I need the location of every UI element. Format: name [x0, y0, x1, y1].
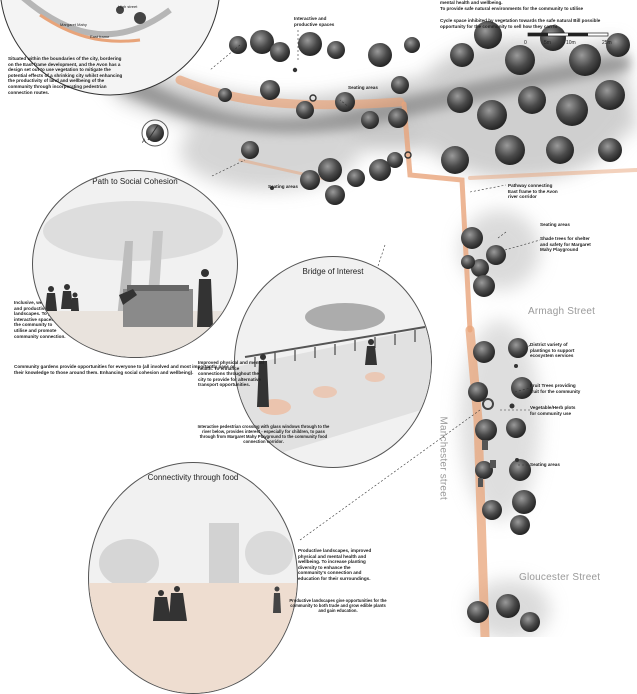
note-interactive: Interactive and productive spaces [294, 16, 335, 27]
vignette-bridge: Bridge of Interest [234, 256, 432, 468]
scale-label-5: 5m [544, 40, 551, 46]
scale-label-10: 10m [566, 40, 576, 46]
note-interactive-path: Interactive pedestrian crossing with gla… [197, 424, 330, 444]
small-plant-markers [270, 67, 519, 462]
veg-plots [478, 440, 496, 487]
pathway-network [175, 75, 637, 637]
note-east-frame: East frame [90, 34, 110, 39]
vignette-food-title: Connectivity through food [147, 473, 239, 482]
leader-lines [209, 30, 541, 541]
note-seating-2: Seating areas [268, 184, 298, 189]
note-seating-3: Seating areas [540, 222, 570, 227]
social-scene [33, 201, 237, 357]
tree-canopy [146, 21, 630, 632]
note-productive-2: Productive landscapes give opportunities… [289, 598, 387, 613]
locator-circle [0, 0, 220, 96]
vignette-social-title: Path to Social Cohesion [92, 177, 178, 186]
site-plan-map: A [0, 0, 637, 637]
note-left-top: Situated within the boundaries of the ci… [8, 56, 123, 95]
note-community-gardens: Community gardens provide opportunities … [14, 364, 236, 375]
note-fruit: Fruit Trees providing fruit for the comm… [530, 383, 581, 394]
north-arrow: A [141, 119, 169, 147]
note-pathway: Pathway connecting East frame to the Avo… [508, 183, 558, 200]
note-improved: Improved physical and mental health. To … [198, 360, 264, 388]
street-armagh: Armagh Street [528, 306, 596, 317]
street-manchester: Manchester street [437, 416, 449, 500]
scale-bar [527, 32, 609, 37]
note-margaret: Margaret Mahy [60, 22, 87, 27]
bridge-scene [235, 303, 431, 467]
note-shade: Shade trees for shelter and safety for M… [540, 236, 591, 253]
scale-label-25: 25m [602, 40, 612, 46]
note-top-header: mental health and wellbeing. To provide … [440, 0, 584, 11]
note-productive: Productive landscapes, improved physical… [298, 548, 372, 581]
note-high-street: High street [118, 4, 138, 9]
food-scene [89, 523, 297, 693]
note-top-cycle: Cycle space inhibited by vegetation towa… [440, 18, 601, 29]
street-gloucester: Gloucester Street [519, 572, 601, 583]
scale-label-0: 0 [524, 40, 527, 46]
svg-text:A: A [142, 139, 146, 145]
note-seating-4: Seating areas [530, 462, 560, 467]
vignette-social-cohesion: Path to Social Cohesion [32, 170, 238, 358]
note-district: District variety of plantings to support… [530, 342, 575, 359]
vignette-bridge-title: Bridge of Interest [302, 267, 364, 276]
note-seating-1: Seating areas [348, 85, 378, 90]
vignette-food: Connectivity through food [88, 462, 298, 694]
note-vege: Vegetable/Herb plots for community use [530, 405, 576, 416]
river-corridor [100, 55, 630, 134]
